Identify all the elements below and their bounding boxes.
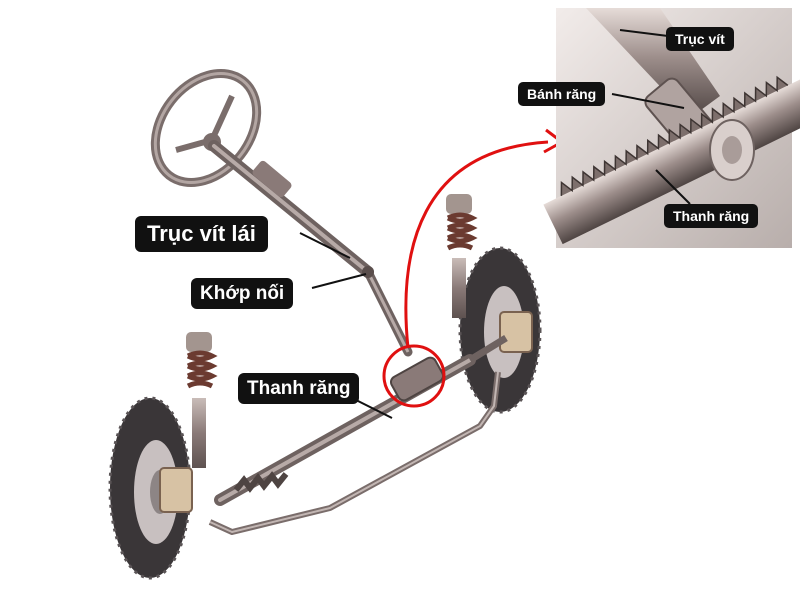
right-wheel [458,246,542,414]
label-rack: Thanh răng [238,373,360,404]
label-pinion: Bánh răng [518,82,606,106]
callout-arrow [404,140,549,349]
left-strut [186,332,218,468]
leader-steering-shaft [299,232,351,259]
leader-joint [311,273,367,289]
steering-wheel [150,69,262,187]
label-worm: Trục vít [666,27,734,51]
tie-rod [208,371,501,535]
right-strut [446,194,478,318]
left-wheel [108,396,193,580]
callout-circle [382,344,446,408]
leader-rack [351,397,393,419]
steering-rack [214,335,508,506]
label-joint: Khớp nối [191,278,294,309]
label-steering-shaft: Trục vít lái [135,216,268,252]
label-rack-zoom: Thanh răng [664,204,759,228]
